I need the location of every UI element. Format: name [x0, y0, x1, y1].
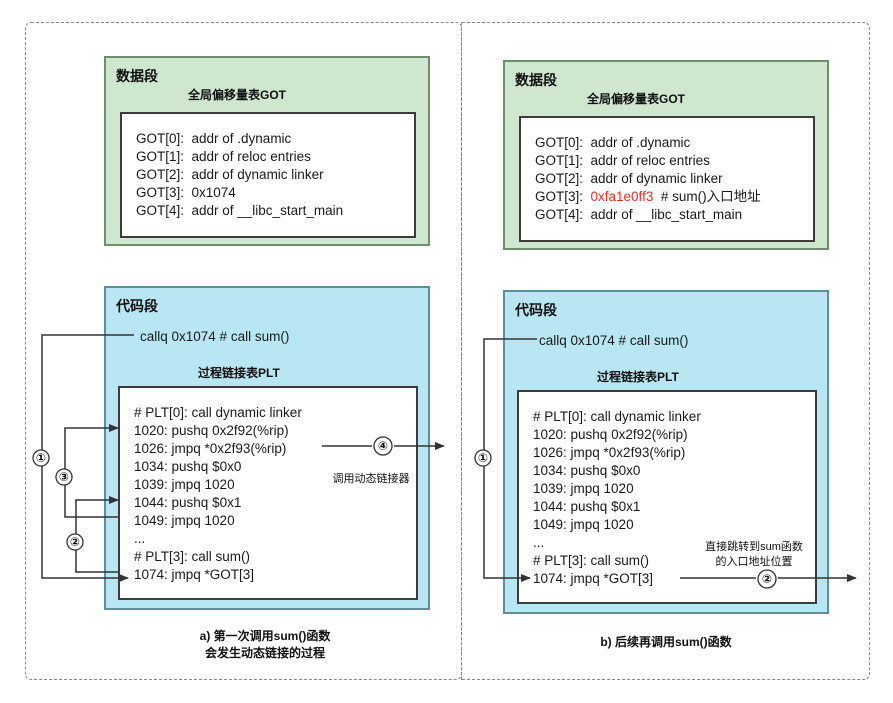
right-got-title: 全局偏移量表GOT: [587, 92, 685, 106]
left-plt-title: 过程链接表PLT: [198, 366, 280, 380]
left-plt-table: # PLT[0]: call dynamic linker 1020: push…: [118, 386, 418, 600]
right-panel-frame: [462, 22, 870, 680]
right-code-segment-title: 代码段: [515, 302, 557, 318]
right-plt-line: 1039: jmpq 1020: [533, 481, 634, 496]
right-data-segment: 数据段 全局偏移量表GOT GOT[0]: addr of .dynamic G…: [503, 60, 829, 250]
right-got-entry: GOT[2]: addr of dynamic linker: [535, 171, 723, 186]
right-got-entry-sum: GOT[3]: 0xfa1e0ff3 # sum()入口地址: [535, 188, 761, 206]
left-data-segment-title: 数据段: [116, 68, 158, 84]
left-got-entry: GOT[3]: 0x1074: [136, 185, 236, 200]
right-got3-address: 0xfa1e0ff3: [590, 189, 654, 204]
right-got-table: GOT[0]: addr of .dynamic GOT[1]: addr of…: [519, 116, 815, 242]
left-arrow-2: [75, 496, 119, 573]
left-plt-line: 1044: pushq $0x1: [134, 495, 242, 510]
left-plt-line: 1034: pushq $0x0: [134, 459, 242, 474]
left-plt-line: 1049: jmpq 1020: [134, 513, 235, 528]
left-got-entry: GOT[1]: addr of reloc entries: [136, 149, 311, 164]
left-got-title: 全局偏移量表GOT: [188, 88, 286, 102]
right-got-entry: GOT[0]: addr of .dynamic: [535, 135, 691, 150]
left-got-entry: GOT[4]: addr of __libc_start_main: [136, 203, 344, 218]
left-data-segment: 数据段 全局偏移量表GOT GOT[0]: addr of .dynamic G…: [104, 56, 430, 246]
left-got-entry: GOT[2]: addr of dynamic linker: [136, 167, 324, 182]
right-code-segment: 代码段 callq 0x1074 # call sum() 过程链接表PLT #…: [503, 290, 829, 614]
right-plt-table: # PLT[0]: call dynamic linker 1020: push…: [517, 390, 817, 604]
left-got-entry: GOT[0]: addr of .dynamic: [136, 131, 292, 146]
left-marker-2: [66, 533, 84, 551]
left-marker-2-label: ②: [70, 535, 80, 549]
left-got-table: GOT[0]: addr of .dynamic GOT[1]: addr of…: [120, 112, 416, 238]
right-marker-1: [474, 449, 492, 467]
right-data-segment-title: 数据段: [515, 72, 557, 88]
right-plt-line: 1049: jmpq 1020: [533, 517, 634, 532]
right-got3-prefix: GOT[3]:: [535, 189, 591, 204]
marker-circles: [32, 436, 777, 589]
right-plt-line: 1074: jmpq *GOT[3]: [533, 571, 654, 586]
right-plt-line: # PLT[0]: call dynamic linker: [533, 409, 701, 424]
right-marker-2: [757, 569, 777, 589]
left-plt-line: 1026: jmpq *0x2f93(%rip): [134, 441, 287, 456]
left-marker-1-label: ①: [36, 451, 46, 465]
right-plt-title: 过程链接表PLT: [597, 370, 679, 384]
left-marker-3: [55, 468, 73, 486]
left-marker-1: [32, 449, 50, 467]
right-plt-line: 1026: jmpq *0x2f93(%rip): [533, 445, 686, 460]
left-caption-line1: a) 第一次调用sum()函数: [199, 629, 331, 643]
left-code-segment-title: 代码段: [116, 298, 158, 314]
left-linker-note: 调用动态链接器: [332, 473, 410, 485]
left-plt-line: 1020: pushq 0x2f92(%rip): [134, 423, 289, 438]
left-call-instruction: callq 0x1074 # call sum(): [140, 329, 290, 344]
right-arrow-1: [483, 338, 537, 582]
left-marker-3-label: ③: [59, 470, 69, 484]
left-plt-line: ...: [134, 531, 146, 546]
right-plt-line: 1020: pushq 0x2f92(%rip): [533, 427, 688, 442]
right-marker-1-label: ①: [478, 451, 488, 465]
right-plt-line: ...: [533, 535, 545, 550]
right-got-entry: GOT[1]: addr of reloc entries: [535, 153, 710, 168]
right-plt-line: 1034: pushq $0x0: [533, 463, 641, 478]
right-caption: b) 后续再调用sum()函数: [600, 635, 732, 649]
right-jump-note-line1: 直接跳转到sum函数: [705, 541, 803, 553]
right-got3-comment: # sum()入口地址: [653, 189, 761, 204]
right-plt-line: # PLT[3]: call sum(): [533, 553, 650, 568]
left-plt-line: # PLT[0]: call dynamic linker: [134, 405, 302, 420]
left-caption-line2: 会发生动态链接的过程: [204, 646, 325, 660]
left-arrow-3: [64, 424, 119, 518]
right-plt-line: 1044: pushq $0x1: [533, 499, 641, 514]
right-call-instruction: callq 0x1074 # call sum(): [539, 333, 689, 348]
left-plt-line: # PLT[3]: call sum(): [134, 549, 251, 564]
right-jump-note-line2: 的入口地址位置: [715, 556, 793, 568]
left-arrow-1: [41, 334, 134, 582]
right-got-entry: GOT[4]: addr of __libc_start_main: [535, 207, 743, 222]
left-marker-4-label: ④: [378, 439, 388, 453]
left-plt-line: 1074: jmpq *GOT[3]: [134, 567, 255, 582]
panel-divider: [461, 22, 462, 680]
right-marker-2-label: ②: [762, 572, 772, 586]
left-marker-4: [373, 436, 393, 456]
left-plt-line: 1039: jmpq 1020: [134, 477, 235, 492]
